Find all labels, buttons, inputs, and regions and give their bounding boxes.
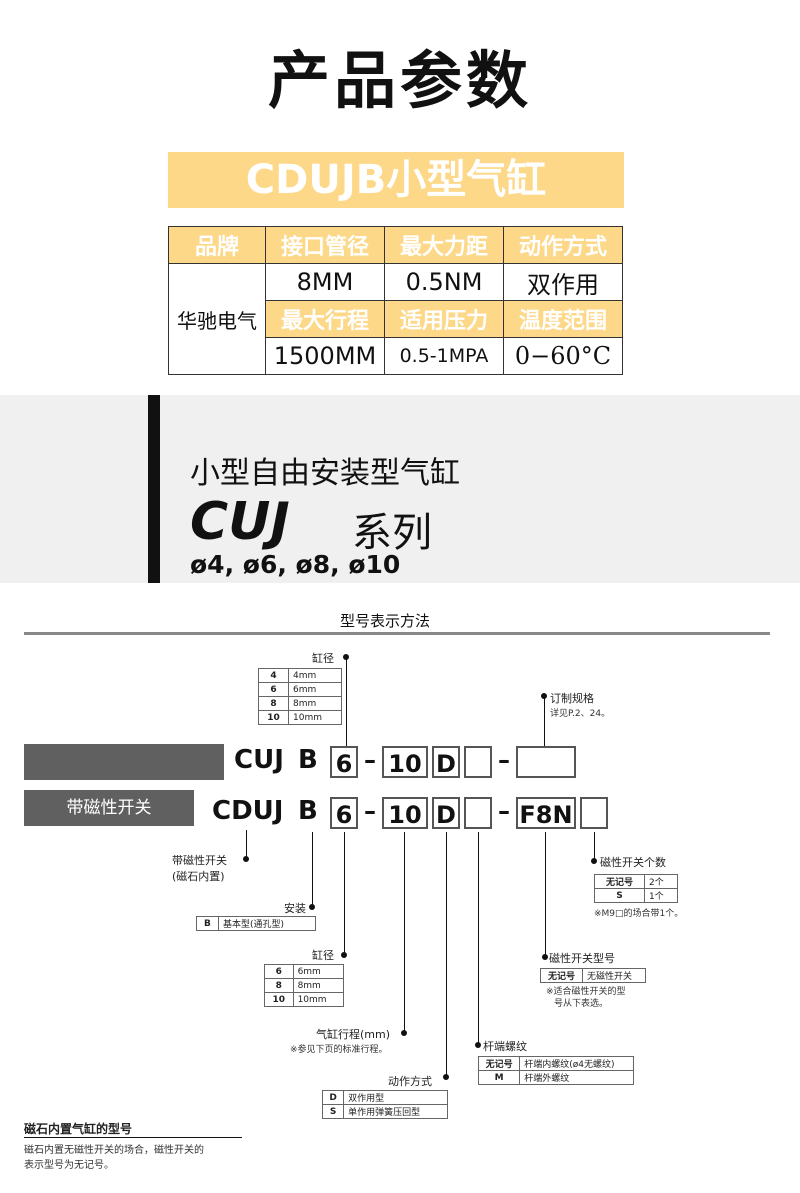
spec-table: 品牌 接口管径 最大力距 动作方式 华驰电气 8MM 0.5NM 双作用 最大行… xyxy=(168,226,623,375)
series-suffix: 系列 xyxy=(352,510,432,556)
connector-line xyxy=(344,832,345,956)
connector-line xyxy=(544,697,545,747)
connector-dot xyxy=(541,693,547,699)
connector-dot xyxy=(309,904,315,910)
row2-stroke: 10 xyxy=(382,797,428,829)
order-spec-label: 订制规格 xyxy=(550,692,594,705)
connector-dot xyxy=(591,858,597,864)
switch-type-note: 号从下表选。 xyxy=(554,999,609,1009)
dash: – xyxy=(364,746,376,774)
magnet-sub: (磁石内置) xyxy=(172,870,225,883)
series-card-accent xyxy=(148,395,160,583)
thread-label: 杆端螺纹 xyxy=(483,1040,527,1053)
row2-mount: B xyxy=(298,796,318,826)
connector-dot xyxy=(243,856,249,862)
spec-value: 双作用 xyxy=(503,263,623,301)
connector-line xyxy=(246,830,247,860)
footer-note: 表示型号为无记号。 xyxy=(24,1160,114,1171)
spec-header: 接口管径 xyxy=(265,226,385,264)
row2-switch: F8N xyxy=(516,797,576,829)
connector-line xyxy=(594,832,595,862)
stroke-note: ※参见下页的标准行程。 xyxy=(290,1045,388,1055)
switch-count-note: ※M9□的场合带1个。 xyxy=(594,909,684,919)
connector-dot xyxy=(475,1042,481,1048)
bore-label-top: 缸径 xyxy=(312,652,334,665)
spec-value: 0.5NM xyxy=(384,263,504,301)
series-card xyxy=(0,395,800,583)
connector-dot xyxy=(341,952,347,958)
connector-dot xyxy=(542,954,548,960)
dash: – xyxy=(498,746,510,774)
row2-action: D xyxy=(432,797,460,829)
row1-thread xyxy=(464,746,492,778)
row1-order-box xyxy=(516,746,576,778)
spec-header: 动作方式 xyxy=(503,226,623,264)
spec-header: 最大力距 xyxy=(384,226,504,264)
row2-thread xyxy=(464,797,492,829)
connector-dot xyxy=(401,1030,407,1036)
spec-header: 适用压力 xyxy=(384,300,504,338)
spec-value: 1500MM xyxy=(265,337,385,375)
connector-dot xyxy=(343,654,349,660)
bore-label: 缸径 xyxy=(312,949,334,962)
model-section-title: 型号表示方法 xyxy=(340,610,431,634)
dash: – xyxy=(364,797,376,825)
connector-line xyxy=(404,832,405,1034)
footer-note: 磁石内置无磁性开关的场合，磁性开关的 xyxy=(24,1145,204,1156)
connector-line xyxy=(312,832,313,908)
brand-header: 品牌 xyxy=(168,226,266,264)
row2-prefix: CDUJ xyxy=(212,796,284,826)
connector-line xyxy=(478,832,479,1046)
stroke-label: 气缸行程(mm) xyxy=(316,1028,391,1041)
spec-header: 温度范围 xyxy=(503,300,623,338)
magnet-bar: 带磁性开关 xyxy=(24,790,194,826)
switch-count-label: 磁性开关个数 xyxy=(600,856,666,869)
row1-stroke: 10 xyxy=(382,746,428,778)
magnet-label: 带磁性开关 xyxy=(172,854,227,867)
spec-value: 8MM xyxy=(265,263,385,301)
footer-title: 磁石内置气缸的型号 xyxy=(24,1120,243,1138)
row1-mount: B xyxy=(298,745,318,775)
action-label: 动作方式 xyxy=(388,1075,432,1088)
series-name: CUJ xyxy=(190,492,290,552)
brand-value: 华驰电气 xyxy=(168,263,266,375)
switch-type-table: 无记号无磁性开关 xyxy=(540,968,646,983)
spec-header: 最大行程 xyxy=(265,300,385,338)
connector-line xyxy=(446,832,447,1078)
series-sizes: ø4, ø6, ø8, ø10 xyxy=(190,550,401,579)
product-banner: CDUJB小型气缸 xyxy=(168,152,624,208)
spec-value: 0.5-1MPA xyxy=(384,337,504,375)
connector-dot xyxy=(443,1074,449,1080)
row2-switch-count xyxy=(580,797,608,829)
order-spec-note: 详见P.2、24。 xyxy=(550,709,611,719)
series-subtitle: 小型自由安装型气缸 xyxy=(190,456,460,491)
row1-bar xyxy=(24,744,224,780)
switch-type-label: 磁性开关型号 xyxy=(549,952,615,965)
section-divider xyxy=(24,632,770,635)
row1-action: D xyxy=(432,746,460,778)
row2-bore: 6 xyxy=(330,797,358,829)
row1-prefix: CUJ xyxy=(234,745,284,775)
row1-bore: 6 xyxy=(330,746,358,778)
switch-type-note: ※适合磁性开关的型 xyxy=(546,987,626,997)
connector-line xyxy=(346,658,347,750)
dash: – xyxy=(498,797,510,825)
connector-line xyxy=(545,832,546,958)
mount-label: 安装 xyxy=(284,902,306,915)
spec-value: 0−60°C xyxy=(503,337,623,375)
page-title: 产品参数 xyxy=(267,44,532,117)
